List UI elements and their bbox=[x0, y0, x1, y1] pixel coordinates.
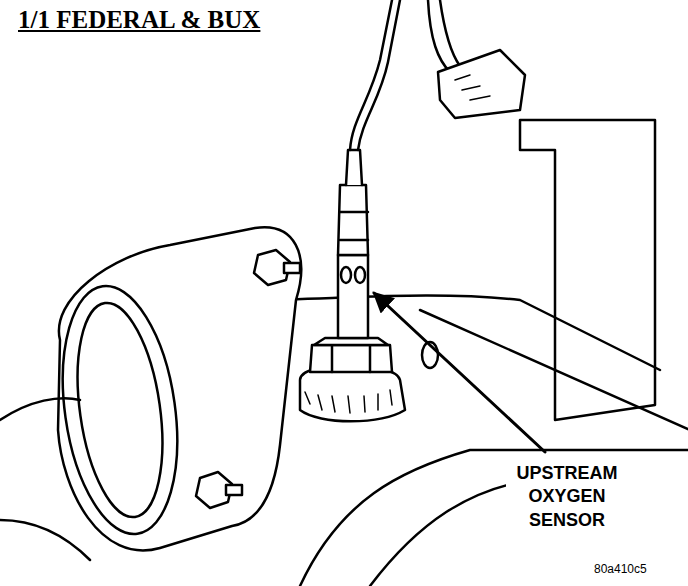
bracket-plate bbox=[520, 120, 655, 420]
sensor-boss bbox=[300, 365, 405, 421]
stud bbox=[284, 263, 300, 273]
harness-wire bbox=[440, 0, 460, 66]
pipe-left bbox=[0, 398, 80, 420]
diagram-title: 1/1 FEDERAL & BUX bbox=[18, 6, 260, 34]
boot-neck bbox=[346, 150, 362, 185]
sensor-hex bbox=[310, 345, 392, 372]
leader-arrow bbox=[374, 293, 545, 452]
sensor-wire bbox=[358, 0, 400, 150]
flange-ring bbox=[48, 279, 192, 542]
sensor-boot bbox=[338, 185, 368, 255]
flange-ring-inner bbox=[65, 297, 174, 522]
pipe-left-lower bbox=[0, 520, 90, 560]
sensor-body bbox=[338, 255, 368, 338]
callout-label: UPSTREAM OXYGEN SENSOR bbox=[506, 462, 628, 532]
connector bbox=[438, 50, 525, 118]
pipe-lower-edge bbox=[300, 450, 688, 586]
connector-ribs bbox=[455, 75, 490, 100]
vent bbox=[341, 267, 351, 283]
shield-edge bbox=[420, 310, 688, 430]
hex-faces bbox=[332, 345, 370, 372]
weld-marks bbox=[305, 390, 392, 413]
boot-ribs bbox=[340, 212, 368, 240]
figure-code: 80a410c5 bbox=[594, 562, 647, 576]
vent bbox=[355, 267, 365, 283]
stud bbox=[226, 485, 242, 495]
